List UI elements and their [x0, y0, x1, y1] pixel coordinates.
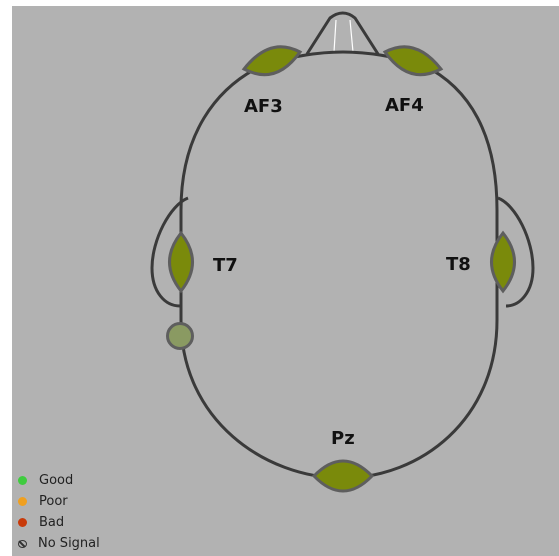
no-signal-icon: [18, 539, 27, 548]
legend-item-bad: Bad: [18, 512, 100, 533]
good-dot-icon: [18, 476, 27, 485]
label-t7: T7: [213, 255, 238, 276]
sensor-t7[interactable]: [168, 230, 194, 294]
legend-label-bad: Bad: [39, 515, 65, 530]
legend-item-no-signal: No Signal: [18, 533, 100, 554]
right-ear: [497, 196, 535, 308]
sensor-pz[interactable]: [311, 459, 375, 493]
sensor-t8[interactable]: [490, 230, 516, 294]
head-outline: [179, 50, 499, 480]
sensor-reference[interactable]: [166, 322, 194, 350]
legend-label-no-signal: No Signal: [38, 536, 100, 551]
legend-label-poor: Poor: [39, 494, 68, 509]
label-af3: AF3: [244, 96, 283, 117]
bad-dot-icon: [18, 518, 27, 527]
sensor-af3[interactable]: [241, 45, 303, 77]
legend-item-good: Good: [18, 470, 100, 491]
nose-center-line: [333, 19, 354, 53]
label-af4: AF4: [385, 95, 424, 116]
label-t8: T8: [446, 254, 471, 275]
poor-dot-icon: [18, 497, 27, 506]
label-pz: Pz: [331, 428, 355, 449]
headset-panel: [12, 6, 559, 556]
left-ear: [150, 196, 189, 308]
sensor-af4[interactable]: [382, 45, 444, 77]
legend-item-poor: Poor: [18, 491, 100, 512]
nose: [305, 11, 380, 55]
legend-label-good: Good: [39, 473, 74, 488]
signal-legend: Good Poor Bad No Signal: [18, 470, 100, 554]
